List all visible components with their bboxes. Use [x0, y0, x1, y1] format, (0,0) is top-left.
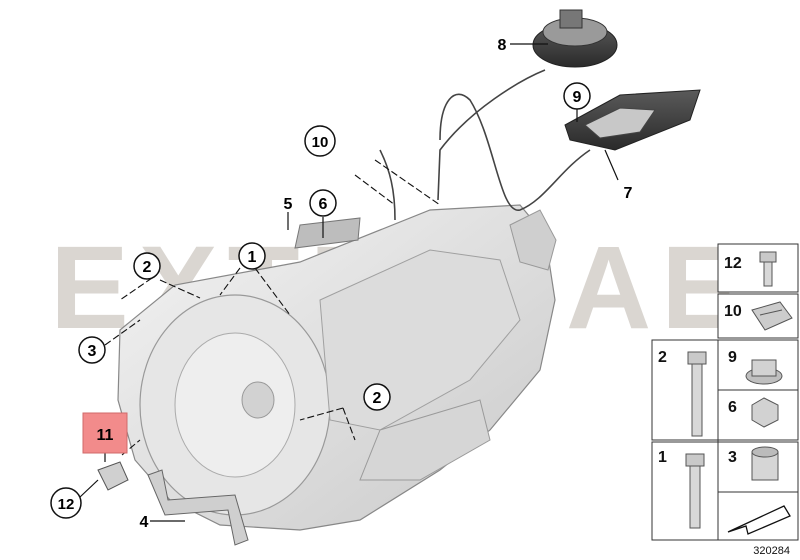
- panel-label-12: 12: [724, 255, 742, 272]
- callout-5: 5: [284, 196, 293, 213]
- callout-label: 5: [284, 196, 293, 213]
- panel-labels: 12 10 2 9 6 1 3: [658, 255, 742, 466]
- callout-11: 11: [82, 412, 128, 454]
- callout-label: 6: [319, 196, 328, 213]
- bolt-medium-icon: [685, 453, 705, 529]
- flange-nut-icon: [745, 359, 783, 385]
- callout-label: 11: [97, 427, 114, 444]
- transmission-housing: [117, 204, 557, 531]
- callout-label: 4: [140, 514, 149, 531]
- solid-leaders: [79, 43, 619, 522]
- callout-10: 10: [304, 125, 336, 157]
- shift-unit-part: [532, 9, 618, 68]
- arrow-icon: [727, 505, 791, 535]
- diagram-id: 320284: [753, 545, 790, 557]
- callout-3: 3: [78, 336, 106, 364]
- panel-label-6: 6: [728, 399, 737, 416]
- parts-panel: [651, 243, 799, 541]
- callout-label: 9: [573, 89, 582, 106]
- callout-label: 2: [373, 390, 382, 407]
- callout-label: 3: [88, 343, 97, 360]
- clip-nut-part: [97, 461, 129, 491]
- clip-nut-icon: [751, 301, 793, 331]
- callout-12: 12: [50, 487, 82, 519]
- callout-9: 9: [563, 82, 591, 110]
- callout-2a: 2: [133, 252, 161, 280]
- panel-label-10: 10: [724, 303, 742, 320]
- callout-7: 7: [624, 185, 633, 202]
- callout-8: 8: [498, 37, 507, 54]
- selector-lever-part: [564, 89, 701, 151]
- bracket-part: [147, 469, 249, 546]
- callout-1: 1: [238, 242, 266, 270]
- callout-label: 2: [143, 259, 152, 276]
- panel-label-1: 1: [658, 449, 667, 466]
- callout-label: 7: [624, 185, 633, 202]
- hex-nut-icon: [751, 397, 779, 428]
- callout-label: 10: [312, 134, 329, 151]
- panel-drawings: [685, 251, 793, 535]
- bolt-long-icon: [687, 351, 707, 437]
- callout-label: 12: [58, 496, 75, 513]
- callout-label: 8: [498, 37, 507, 54]
- sleeve-icon: [751, 446, 779, 481]
- panel-label-9: 9: [728, 349, 737, 366]
- callout-label: 1: [248, 249, 257, 266]
- shift-cables: [379, 69, 591, 221]
- bolt-short-icon: [759, 251, 777, 287]
- panel-label-2: 2: [658, 349, 667, 366]
- callout-6: 6: [309, 189, 337, 217]
- callout-2b: 2: [363, 383, 391, 411]
- panel-label-3: 3: [728, 449, 737, 466]
- callout-4: 4: [140, 514, 149, 531]
